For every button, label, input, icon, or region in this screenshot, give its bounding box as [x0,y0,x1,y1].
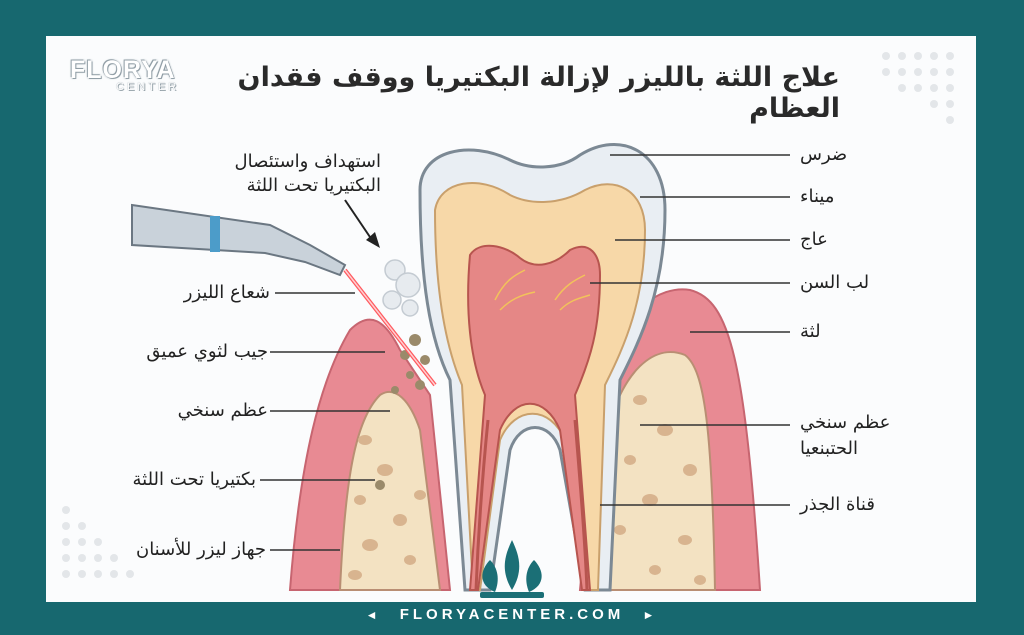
label-target-bacteria: استهداف واستئصال البكتيريا تحت اللثة [234,151,381,196]
label-alveolar-bone: عظم سنخي [800,412,891,433]
label-gum: لثة [800,321,821,342]
label-subgingival-bacteria: بكتيريا تحت اللثة [132,469,256,490]
logo-sub-text: CENTER [116,81,180,93]
smoke [382,259,421,317]
label-laser-beam: شعاع الليزر [183,282,270,303]
nerves [494,269,591,311]
root-canal-left [474,419,490,591]
logo-main-text: FLORYA [70,56,176,84]
label-root-canal: قناة الجذر [800,494,875,515]
label-laser-device: جهاز ليزر للأسنان [135,539,266,560]
label-enamel: ميناء [800,186,835,207]
pulp [467,244,602,591]
label-deep-pocket: جيب لثوي عميق [146,341,268,362]
root-canal-right [573,419,589,591]
label-spongy-bone: عظم سنخي [177,400,268,421]
bacteria-deposits [375,334,430,490]
label-dentin: عاج [800,229,828,250]
emblem-icon [480,540,544,598]
footer-left-arrow-icon: ◄ [365,608,382,622]
footer-right-arrow-icon: ► [642,608,659,622]
label-alveolar-bone-2: الحتبنعيا [800,438,858,459]
page-title: علاج اللثة بالليزر لإزالة البكتيريا ووقف… [237,62,840,124]
footer-website[interactable]: FLORYACENTER.COM [399,606,625,623]
laser-handpiece [131,203,347,277]
brand-logo: FLORYA CENTER [70,56,190,93]
label-molar: ضرس [800,144,848,165]
bone-spots [348,395,706,585]
footer: ◄ FLORYACENTER.COM ► [0,606,1024,623]
label-pulp: لب السن [800,272,870,293]
